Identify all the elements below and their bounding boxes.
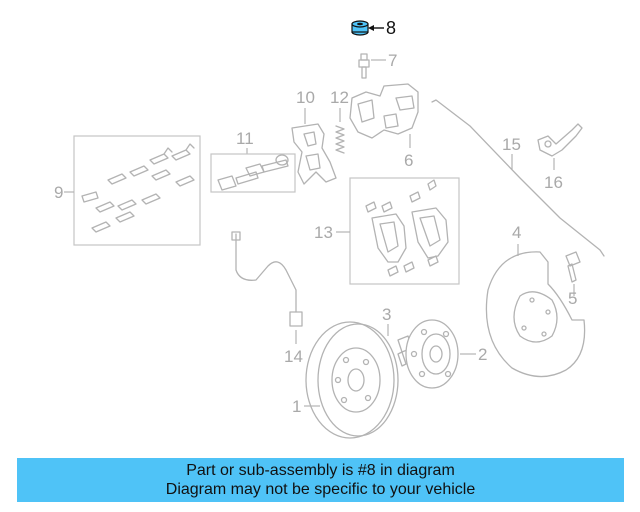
callout-15[interactable]: 15 (502, 135, 521, 154)
part-7-bleeder[interactable] (358, 53, 370, 79)
part-16-bracket[interactable] (537, 123, 583, 157)
callout-13[interactable]: 13 (314, 223, 333, 242)
callout-4[interactable]: 4 (512, 223, 521, 242)
part-1-brake-rotor[interactable] (305, 321, 399, 439)
part-13-group-box (349, 177, 460, 285)
part-6-caliper[interactable] (349, 83, 419, 139)
callout-16[interactable]: 16 (544, 173, 563, 192)
callout-12[interactable]: 12 (330, 88, 349, 107)
part-5-bolt[interactable] (565, 251, 581, 283)
callout-11[interactable]: 11 (236, 129, 254, 148)
banner-line-2: Diagram may not be specific to your vehi… (165, 481, 476, 498)
part-15-cable[interactable] (431, 99, 605, 257)
part-12-spring[interactable] (335, 125, 345, 154)
part-11-guide-pins[interactable] (217, 154, 289, 191)
callout-10[interactable]: 10 (296, 88, 315, 107)
callout-3[interactable]: 3 (382, 305, 391, 324)
parts-diagram: 8 7 10 12 6 15 16 9 (54, 18, 605, 439)
callout-6[interactable]: 6 (404, 151, 413, 170)
callout-9[interactable]: 9 (54, 183, 63, 202)
info-banner: Part or sub-assembly is #8 in diagram Di… (17, 458, 624, 502)
callout-1[interactable]: 1 (292, 397, 301, 416)
banner-line-1: Part or sub-assembly is #8 in diagram (186, 462, 455, 479)
part-9-pad-clips[interactable] (81, 143, 195, 233)
callout-14[interactable]: 14 (284, 347, 303, 366)
part-4-backing-plate[interactable] (485, 251, 586, 378)
callout-7[interactable]: 7 (388, 51, 397, 70)
part-14-sensor-wire[interactable] (231, 231, 303, 327)
part-9-group-box (73, 135, 201, 246)
part-8-bushing[interactable] (351, 20, 369, 36)
callout-2[interactable]: 2 (478, 345, 487, 364)
part-10-caliper-bracket[interactable] (291, 123, 337, 185)
callout-5[interactable]: 5 (568, 289, 577, 308)
part-2-hub[interactable] (405, 319, 459, 389)
part-13-brake-pads[interactable] (365, 179, 449, 277)
callout-8[interactable]: 8 (386, 18, 396, 38)
part-11-group-box (210, 153, 296, 193)
arrow-8 (368, 25, 374, 31)
